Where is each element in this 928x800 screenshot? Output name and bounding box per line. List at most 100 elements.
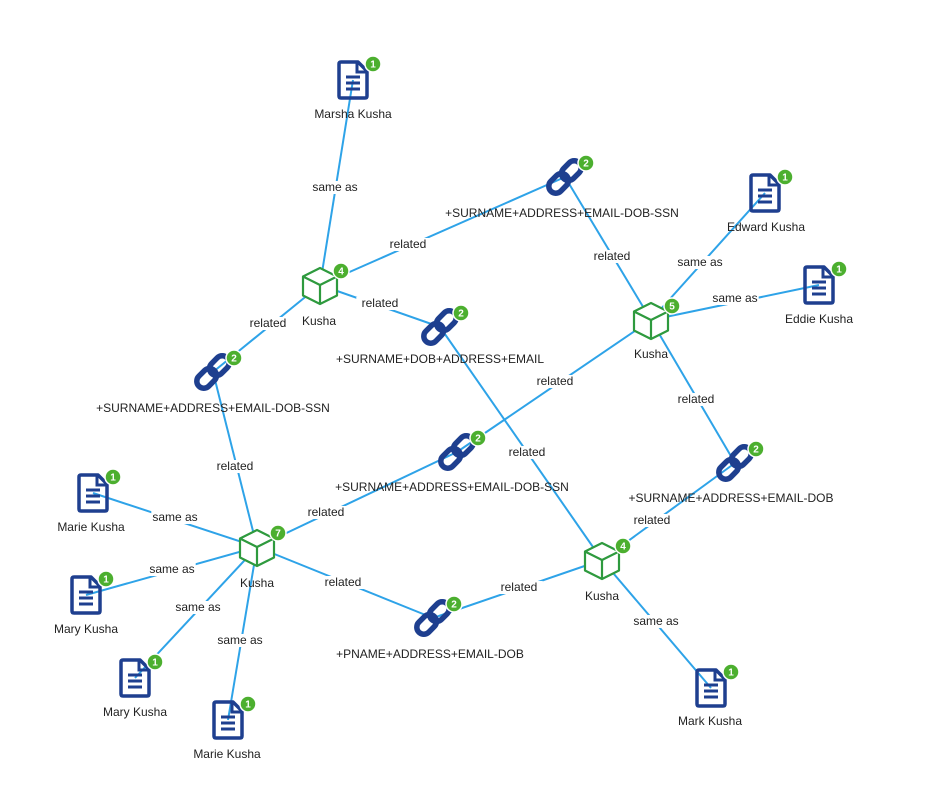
node-link-link-bottom[interactable]: 2 +PNAME+ADDRESS+EMAIL-DOB [336,595,524,661]
node-label: Eddie Kusha [785,312,853,326]
edge-label-text: related [537,374,574,388]
edge-label-text: same as [312,180,357,194]
edge-label: related [244,316,292,330]
cube-icon [632,301,670,341]
edge-link_mid-ent_bottom[interactable] [439,326,603,561]
edge-label-background [632,615,680,628]
edge-label-text: related [634,513,671,527]
node-label: +SURNAME+ADDRESS+EMAIL-DOB-SSN [96,401,330,415]
node-link-link-mid[interactable]: 2 +SURNAME+DOB+ADDRESS+EMAIL [336,304,544,366]
count-badge: 1 [776,168,794,186]
badge-count: 2 [451,600,457,611]
edge-label-text: same as [633,614,678,628]
edge-label-text: related [325,575,362,589]
node-label: +SURNAME+ADDRESS+EMAIL-DOB-SSN [445,206,679,220]
edge-doc_marie2-ent_left[interactable] [227,546,258,721]
badge-count: 2 [583,159,589,170]
node-link-link-right[interactable]: 2 +SURNAME+ADDRESS+EMAIL-DOB [628,440,834,505]
edge-label-text: related [678,392,715,406]
badge-count: 4 [338,267,344,278]
edge-label-text: same as [677,255,722,269]
edge-link_top-ent_right[interactable] [564,176,652,321]
edge-label-text: related [308,505,345,519]
cube-icon [301,266,339,306]
edge-label: related [319,575,367,589]
edge-label-background [244,317,292,330]
edge-label: same as [151,510,199,524]
edge-link_left-ent_left[interactable] [212,371,258,548]
badge-count: 2 [753,445,759,456]
node-label: +SURNAME+ADDRESS+EMAIL-DOB [628,491,833,505]
count-badge: 1 [722,663,740,681]
count-badge: 2 [225,349,243,367]
node-label: Kusha [302,314,336,328]
edge-label: same as [216,633,264,647]
count-badge: 1 [97,570,115,588]
node-label: Kusha [585,589,619,603]
edge-label-background [628,514,676,527]
node-link-link-left[interactable]: 2 +SURNAME+ADDRESS+EMAIL-DOB-SSN [96,349,330,415]
badge-count: 2 [475,434,481,445]
badge-count: 2 [458,309,464,320]
document-icon [212,700,244,740]
node-link-link-top[interactable]: 2 +SURNAME+ADDRESS+EMAIL-DOB-SSN [445,154,679,220]
edge-label-background [151,511,199,524]
edge-label-background [531,375,579,388]
badge-count: 1 [103,575,109,586]
node-label: +PNAME+ADDRESS+EMAIL-DOB [336,647,524,661]
count-badge: 2 [445,595,463,613]
edge-label-background [503,446,551,459]
document-icon [337,60,369,100]
node-label: Mark Kusha [678,714,742,728]
edge-ent_right-link_right[interactable] [650,319,736,464]
count-badge: 4 [332,262,350,280]
document-icon [77,473,109,513]
edge-label: same as [711,291,759,305]
edge-label-background [311,181,359,194]
edge-label-text: same as [175,600,220,614]
edge-label-background [174,601,222,614]
edge-link_center-ent_left[interactable] [256,451,458,548]
node-label: Marie Kusha [57,520,125,534]
edge-label: same as [148,562,196,576]
edge-label-text: related [390,237,427,251]
document-icon [749,173,781,213]
node-label: +SURNAME+DOB+ADDRESS+EMAIL [336,352,544,366]
edge-label-background [211,460,259,473]
document-icon [803,265,835,305]
node-label: Kusha [634,347,668,361]
badge-count: 1 [836,265,842,276]
count-badge: 2 [452,304,470,322]
edge-label-text: same as [149,562,194,576]
edge-label: related [384,237,432,251]
edge-label: related [672,392,720,406]
node-link-link-center[interactable]: 2+SURNAME+ADDRESS+EMAIL-DOB-SSN [335,429,569,494]
badge-count: 1 [245,700,251,711]
edge-ent_top-link_top[interactable] [319,176,566,286]
badge-count: 1 [110,473,116,484]
edge-label-background [148,563,196,576]
count-badge: 1 [239,695,257,713]
edge-label: related [503,445,551,459]
edge-label: related [628,513,676,527]
badge-count: 7 [275,529,281,540]
edge-label: same as [174,600,222,614]
edge-label: related [356,296,404,310]
node-label: Mary Kusha [103,705,167,719]
badge-count: 5 [669,302,675,313]
count-badge: 5 [663,297,681,315]
